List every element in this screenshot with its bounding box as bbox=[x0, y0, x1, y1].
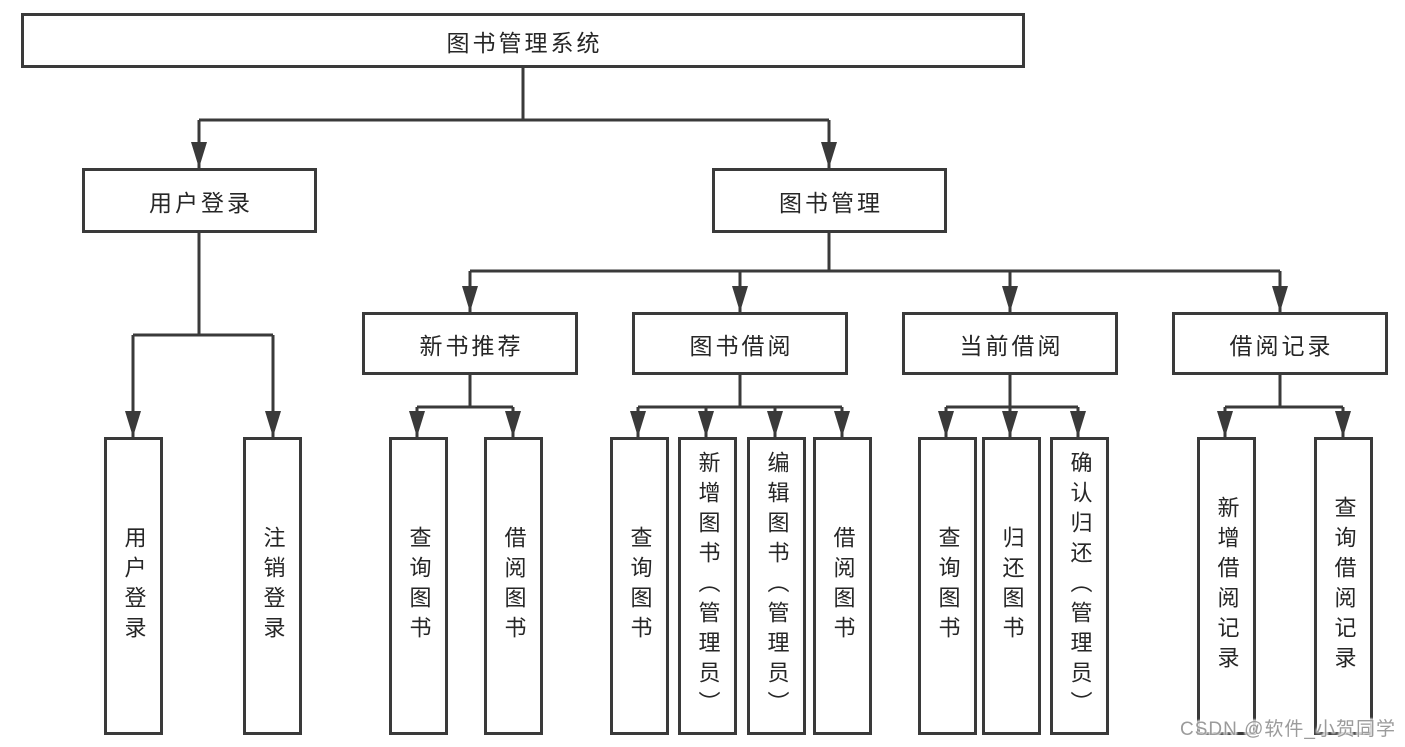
leaf-query-books-current: 查询图书 bbox=[918, 437, 977, 735]
leaf-borrow-books-recommend: 借阅图书 bbox=[484, 437, 543, 735]
leaf-confirm-return-admin: 确认归还（管理员） bbox=[1050, 437, 1109, 735]
leaf-query-books-recommend: 查询图书 bbox=[389, 437, 448, 735]
node-new-book-recommend: 新书推荐 bbox=[362, 312, 578, 375]
node-user-login: 用户登录 bbox=[82, 168, 317, 233]
leaf-user-login: 用户登录 bbox=[104, 437, 163, 735]
leaf-add-books-admin: 新增图书（管理员） bbox=[678, 437, 737, 735]
node-book-borrowing: 图书借阅 bbox=[632, 312, 848, 375]
csdn-watermark: CSDN @软件_小贺同学 bbox=[1180, 719, 1396, 740]
node-library-management-system: 图书管理系统 bbox=[21, 13, 1025, 68]
node-current-borrowing: 当前借阅 bbox=[902, 312, 1118, 375]
node-book-management: 图书管理 bbox=[712, 168, 947, 233]
arrowheads bbox=[125, 142, 1351, 437]
leaf-borrow-books: 借阅图书 bbox=[813, 437, 872, 735]
leaf-edit-books-admin: 编辑图书（管理员） bbox=[747, 437, 806, 735]
leaf-logout: 注销登录 bbox=[243, 437, 302, 735]
connector-lines bbox=[131, 68, 1345, 437]
leaf-add-borrowing-record: 新增借阅记录 bbox=[1197, 437, 1256, 735]
leaf-query-books-borrowing: 查询图书 bbox=[610, 437, 669, 735]
node-borrowing-records: 借阅记录 bbox=[1172, 312, 1388, 375]
leaf-query-borrowing-record: 查询借阅记录 bbox=[1314, 437, 1373, 735]
leaf-return-books: 归还图书 bbox=[982, 437, 1041, 735]
